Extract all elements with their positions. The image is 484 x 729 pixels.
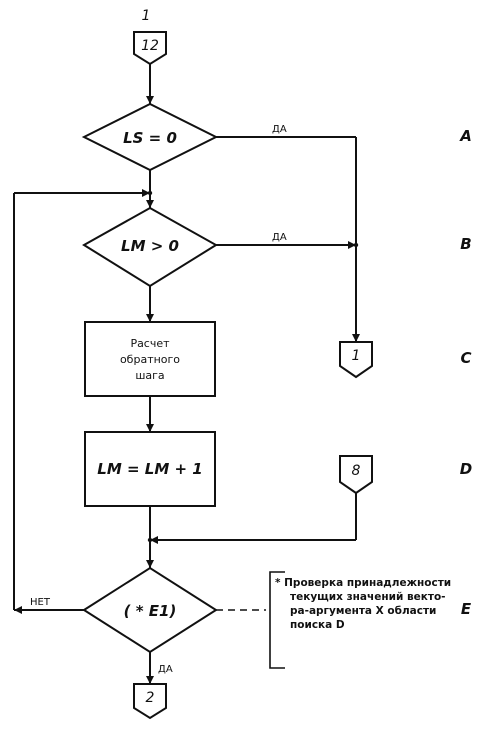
connector-from-8-label: 8 [352,463,361,479]
end-connector-label: 2 [146,690,155,706]
process-increment-lm: LM = LM + 1 [84,431,216,507]
process-calc-line2: обратного [120,353,180,366]
decision-e1: ( * E1) [82,566,218,654]
annotation-note: * Проверка принадлежности текущих значен… [275,577,451,631]
connector-to-1: 1 [339,341,373,379]
note-line-4: поиска D [290,619,345,631]
row-label-e: E [461,600,472,618]
branch-no-e1-label: НЕТ [30,597,51,608]
start-connector-label: 12 [141,38,159,54]
branch-yes-ls-label: ДА [272,124,287,135]
decision-ls-zero-label: LS = 0 [123,129,177,147]
branch-yes-lm: ДА [216,232,359,249]
branch-yes-lm-label: ДА [272,232,287,243]
branch-no-e1-loop: НЕТ [13,189,153,614]
process-increment-label: LM = LM + 1 [97,460,202,478]
row-label-c: C [460,349,471,367]
decision-lm-positive: LM > 0 [82,206,218,288]
decision-ls-zero: LS = 0 [81,102,219,172]
connector-to-1-label: 1 [352,348,361,364]
row-label-d: D [460,460,472,478]
branch-yes-e1-label: ДА [158,664,173,675]
connector-from-8: 8 [147,455,373,544]
note-line-1: * Проверка принадлежности [275,577,451,589]
process-calc-reverse-step: Расчет обратного шага [84,321,216,397]
row-label-a: A [459,127,472,145]
decision-lm-positive-label: LM > 0 [121,237,179,255]
process-calc-line1: Расчет [130,337,170,350]
annotation-link [216,571,285,669]
branch-yes-ls: ДА [216,124,360,342]
top-label: 1 [142,8,151,24]
main-flow-arrows [146,96,154,684]
row-label-b: B [460,235,471,253]
note-line-3: ра-аргумента X области [290,605,436,617]
start-connector: 12 [133,31,167,66]
row-labels: A B C D E [459,127,472,618]
decision-e1-label: ( * E1) [124,602,177,620]
note-line-2: текущих значений векто- [290,591,446,603]
end-connector: 2 [133,683,167,720]
process-calc-line3: шага [135,369,164,382]
